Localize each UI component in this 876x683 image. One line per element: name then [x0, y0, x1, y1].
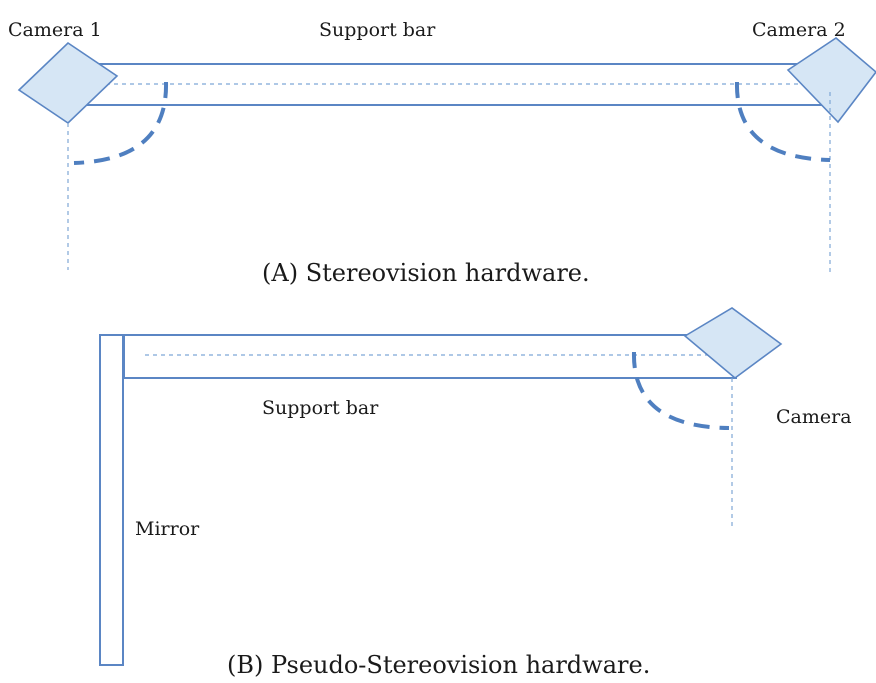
caption-b: (B) Pseudo-Stereovision hardware.	[227, 651, 650, 679]
camera-icon	[683, 307, 783, 380]
panel-a-stereovision: Camera 1 Camera 2 Support bar (A) Stereo…	[8, 19, 876, 287]
mirror-label: Mirror	[135, 518, 200, 540]
camera-label: Camera	[776, 406, 852, 428]
support-bar-label-a: Support bar	[319, 19, 436, 41]
camera-2-label: Camera 2	[752, 19, 846, 41]
camera-1-label: Camera 1	[8, 19, 102, 41]
support-bar-b	[123, 334, 737, 379]
camera-fov-arc	[631, 351, 730, 430]
panel-b-pseudo-stereovision: Support bar Camera Mirror (B) Pseudo-Ste…	[99, 307, 852, 679]
camera-1-fov-arc	[73, 81, 169, 165]
mirror-b	[99, 334, 124, 666]
camera-1-icon	[17, 41, 119, 125]
caption-a: (A) Stereovision hardware.	[262, 259, 590, 287]
support-bar-label-b: Support bar	[262, 397, 379, 419]
camera-2-icon	[786, 36, 876, 124]
camera-2-fov-arc	[734, 81, 831, 162]
